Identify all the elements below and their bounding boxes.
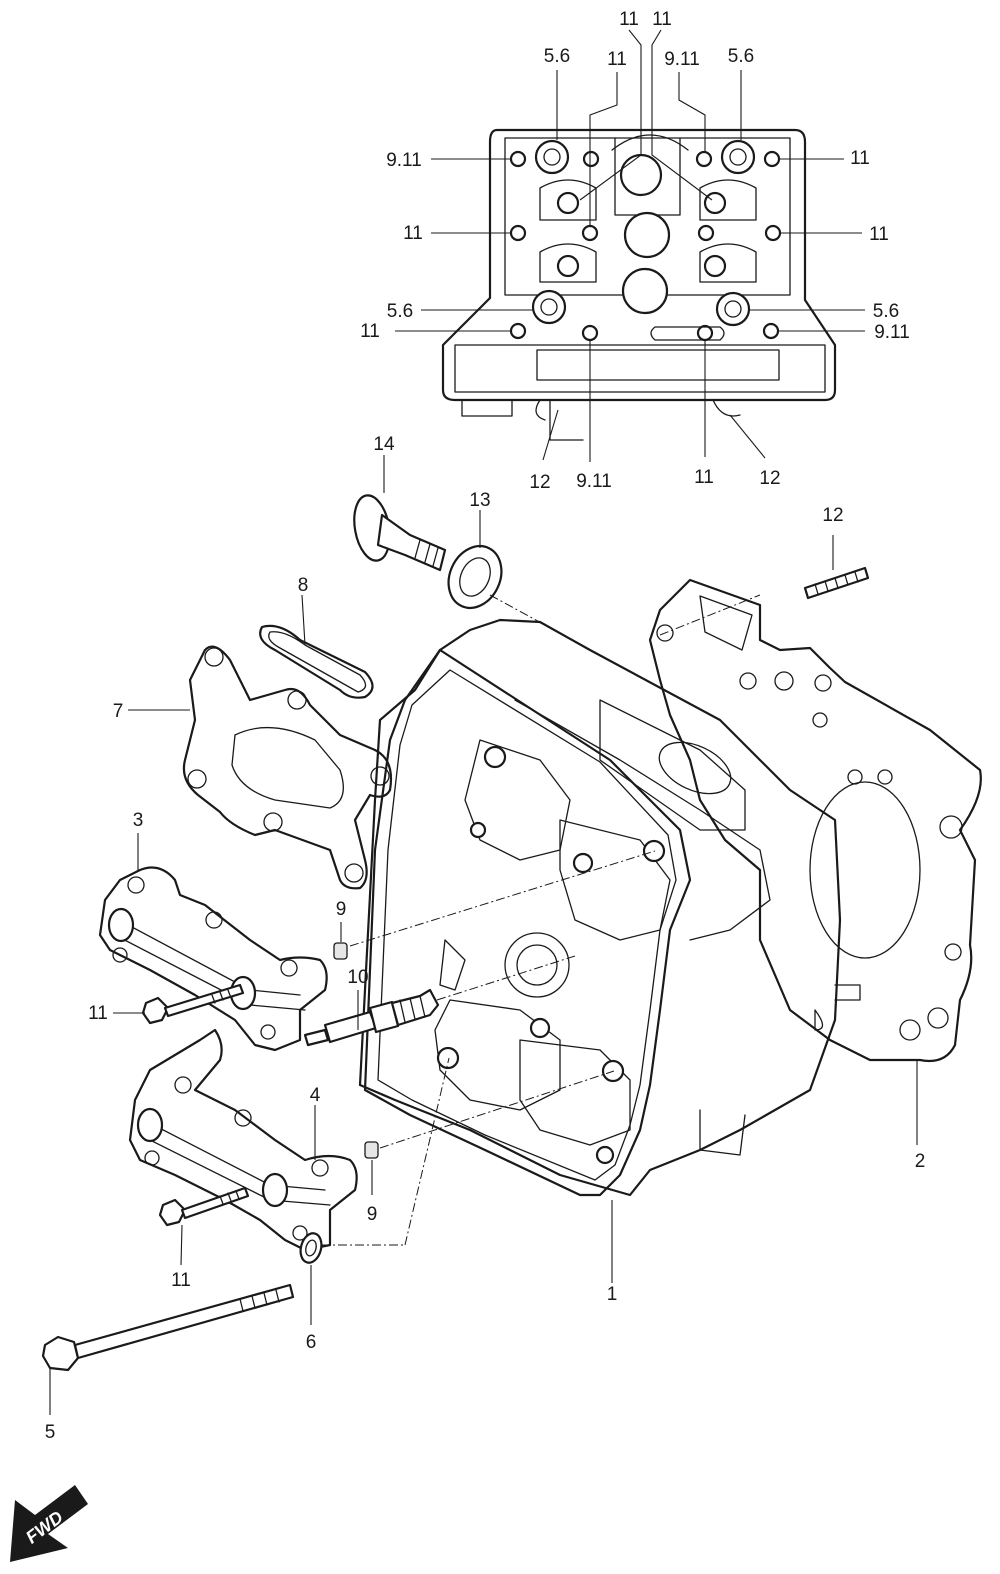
callout-top-11-a: 11 — [619, 9, 639, 30]
flange-bolt-upper — [141, 983, 245, 1025]
assembly-centerlines — [321, 594, 761, 1246]
callout-top-5-6-left: 5.6 — [544, 46, 570, 67]
callout-top-11-c: 11 — [607, 49, 627, 70]
callout-top-9-11-right-lower: 9.11 — [874, 322, 910, 343]
callout-labels: 11 11 5.6 11 9.11 5.6 9.11 11 11 11 5.6 … — [45, 9, 926, 1443]
callout-6: 6 — [306, 1332, 317, 1353]
plug-bolt — [353, 494, 447, 572]
callout-top-5-6-right: 5.6 — [728, 46, 754, 67]
callout-top-5-6-right-lower: 5.6 — [873, 301, 899, 322]
dowel-pin-lower — [364, 1141, 379, 1159]
callout-top-5-6-left-lower: 5.6 — [387, 301, 413, 322]
callout-top-12-bottom-right: 12 — [759, 468, 780, 489]
dowel-pin-upper — [333, 942, 348, 960]
callout-4: 4 — [310, 1085, 321, 1106]
callout-12: 12 — [822, 505, 843, 526]
callout-top-12-bottom-left: 12 — [529, 472, 550, 493]
callout-top-9-11-left-side: 9.11 — [386, 150, 422, 171]
callout-13: 13 — [469, 490, 490, 511]
exploded-view-leaders — [49, 455, 918, 1415]
callout-11-left-lower: 11 — [171, 1270, 191, 1291]
flange-bolt-lower — [158, 1186, 250, 1227]
callout-top-11-left-side-2: 11 — [403, 223, 423, 244]
long-bolt — [41, 1283, 295, 1372]
top-view-leaders — [395, 29, 865, 462]
callout-top-11-right-side-2: 11 — [869, 224, 889, 245]
washer — [299, 1232, 323, 1264]
spark-plug — [303, 988, 440, 1047]
callout-9-upper: 9 — [336, 899, 347, 920]
callout-9-lower: 9 — [367, 1204, 378, 1225]
callout-top-11-b: 11 — [652, 9, 672, 30]
callout-3: 3 — [133, 810, 144, 831]
callout-8: 8 — [298, 575, 309, 596]
callout-10: 10 — [347, 967, 368, 988]
cylinder-head-top-view — [441, 128, 837, 441]
callout-top-9-11-right: 9.11 — [664, 49, 700, 70]
head-gasket — [648, 578, 982, 1063]
callout-top-11-bottom: 11 — [694, 467, 714, 488]
rocker-arm-holder-upper — [98, 866, 328, 1052]
forward-direction-arrow: FWD — [10, 1485, 88, 1562]
cylinder-head-body — [358, 618, 861, 1197]
callout-1: 1 — [607, 1284, 618, 1305]
callout-top-11-left-lower: 11 — [360, 321, 380, 342]
valve-cover-gasket — [182, 645, 393, 890]
callout-11-left-upper: 11 — [88, 1003, 108, 1024]
sealing-washer — [447, 545, 503, 609]
callout-5: 5 — [45, 1422, 56, 1443]
callout-top-9-11-bottom: 9.11 — [576, 471, 612, 492]
stud-bolt — [803, 566, 870, 600]
callout-2: 2 — [915, 1151, 926, 1172]
callout-14: 14 — [373, 434, 395, 455]
oil-gasket — [259, 624, 374, 699]
callout-top-11-right-side-1: 11 — [850, 148, 870, 169]
callout-7: 7 — [113, 701, 124, 722]
